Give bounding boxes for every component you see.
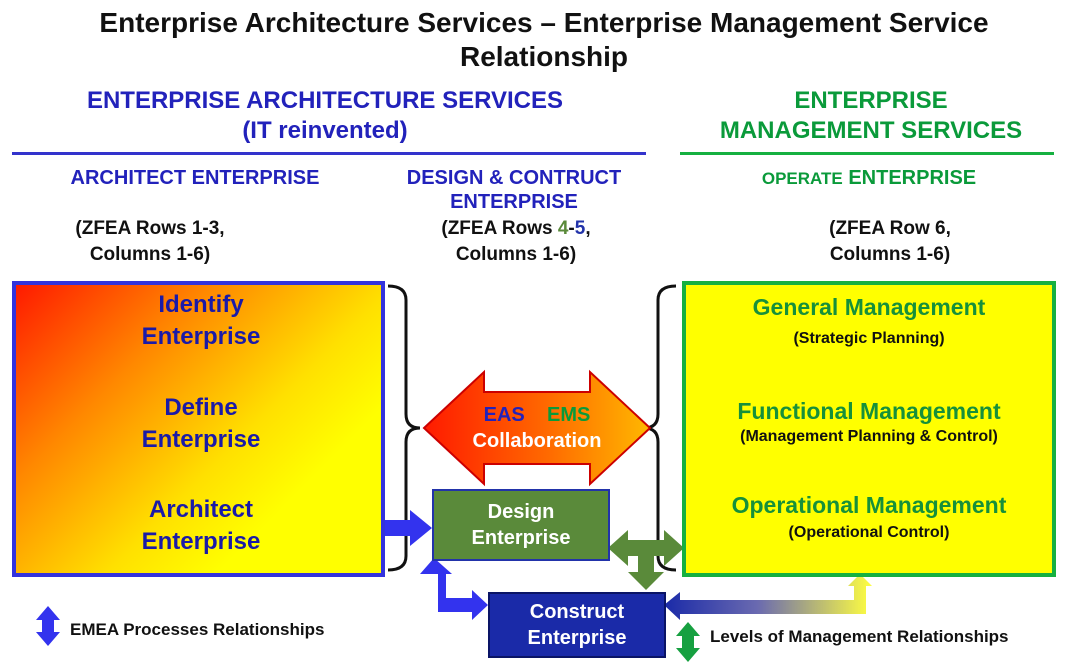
- collaboration-word: Collaboration: [472, 430, 602, 452]
- define-line-2: Enterprise: [141, 426, 261, 453]
- architect-zfea-line-1: (ZFEA Rows 1-3,: [75, 218, 225, 239]
- operate-zfea-note: (ZFEA Row 6, Columns 1-6): [770, 216, 1010, 268]
- ems-header: ENTERPRISE MANAGEMENT SERVICES: [676, 86, 1066, 146]
- design-operate-cross-arrow: [608, 530, 684, 590]
- eas-header-line-2: (IT reinvented): [242, 117, 408, 144]
- operate-zfea-line-2: Columns 1-6): [829, 244, 951, 265]
- design-line-1: Design: [487, 501, 555, 523]
- ems-header-line-2: MANAGEMENT SERVICES: [719, 117, 1023, 144]
- functional-management: Functional Management (Management Planni…: [686, 397, 1052, 447]
- design-zfea-dash: -: [568, 218, 575, 239]
- construct-line-2: Enterprise: [527, 627, 627, 649]
- architect-enterprise-box: Identify Enterprise Define Enterprise Ar…: [12, 281, 385, 577]
- eas-header: ENTERPRISE ARCHITECTURE SERVICES (IT rei…: [10, 86, 640, 146]
- title-line-2: Relationship: [459, 41, 628, 72]
- design-line-2: Enterprise: [471, 527, 571, 549]
- design-enterprise-box: Design Enterprise: [432, 489, 610, 561]
- design-zfea-note: (ZFEA Rows 4-5, Columns 1-6): [400, 216, 632, 268]
- general-management: General Management (Strategic Planning): [686, 293, 1052, 349]
- eas-header-line-1: ENTERPRISE ARCHITECTURE SERVICES: [86, 87, 564, 114]
- eas-header-rule: [12, 152, 646, 155]
- design-construct-arrow: [420, 558, 488, 620]
- ems-header-rule: [680, 152, 1054, 155]
- operational-management-sub: (Operational Control): [788, 524, 950, 541]
- design-zfea-row-b: 5: [574, 218, 586, 239]
- levels-legend-label: Levels of Management Relationships: [710, 627, 1009, 646]
- ems-header-line-1: ENTERPRISE: [794, 87, 948, 114]
- diagram-title: Enterprise Architecture Services – Enter…: [0, 6, 1088, 74]
- architect-line-1: Architect: [148, 496, 254, 523]
- operate-column-label: OPERATE ENTERPRISE: [682, 166, 1056, 191]
- levels-legend-arrow: [676, 622, 700, 662]
- emea-legend-label: EMEA Processes Relationships: [70, 620, 325, 639]
- title-line-1: Enterprise Architecture Services – Enter…: [99, 7, 989, 38]
- functional-management-title: Functional Management: [737, 398, 1001, 424]
- operational-management-title: Operational Management: [731, 492, 1007, 518]
- design-zfea-row-a: 4: [557, 218, 569, 239]
- construct-enterprise-box: Construct Enterprise: [488, 592, 666, 658]
- design-zfea-line-1: (ZFEA Rows 4-5,: [400, 216, 632, 242]
- operational-management: Operational Management (Operational Cont…: [686, 491, 1052, 543]
- design-zfea-prefix: (ZFEA Rows: [441, 218, 558, 239]
- identify-line-2: Enterprise: [141, 323, 261, 350]
- identify-line-1: Identify: [158, 291, 244, 318]
- operational-construct-arrow: [664, 574, 872, 620]
- design-zfea-line-2: Columns 1-6): [455, 244, 577, 265]
- left-bracket: [387, 284, 421, 572]
- emea-legend-arrow: [36, 606, 60, 646]
- design-column-label: DESIGN & CONTRUCT ENTERPRISE: [376, 166, 652, 214]
- collaboration-double-arrow: [422, 369, 652, 487]
- architect-column-label: ARCHITECT ENTERPRISE: [70, 167, 320, 189]
- enterprise-word: ENTERPRISE: [848, 167, 977, 189]
- architect-line-2: Enterprise: [141, 528, 261, 555]
- operate-word: OPERATE: [761, 169, 843, 188]
- general-management-title: General Management: [752, 294, 986, 320]
- operate-enterprise-box: General Management (Strategic Planning) …: [682, 281, 1056, 577]
- eas-label: EAS: [483, 404, 525, 426]
- functional-management-sub: (Management Planning & Control): [740, 428, 998, 445]
- architect-zfea-line-2: Columns 1-6): [89, 244, 211, 265]
- architect-enterprise-label: Architect Enterprise: [96, 494, 306, 558]
- operate-zfea-line-1: (ZFEA Row 6,: [829, 218, 951, 239]
- define-enterprise-label: Define Enterprise: [96, 392, 306, 456]
- architect-zfea-note: (ZFEA Rows 1-3, Columns 1-6): [30, 216, 270, 268]
- design-column-label-line-1: DESIGN & CONTRUCT: [406, 167, 622, 189]
- design-zfea-suffix: ,: [585, 218, 591, 239]
- ems-label: EMS: [547, 404, 591, 426]
- collaboration-label: EAS EMS Collaboration: [454, 402, 620, 454]
- design-column-label-line-2: ENTERPRISE: [450, 191, 578, 213]
- collaboration-parties: EAS EMS: [454, 402, 620, 428]
- identify-enterprise-label: Identify Enterprise: [96, 289, 306, 353]
- construct-line-1: Construct: [529, 601, 625, 623]
- general-management-sub: (Strategic Planning): [793, 330, 945, 347]
- define-line-1: Define: [164, 394, 238, 421]
